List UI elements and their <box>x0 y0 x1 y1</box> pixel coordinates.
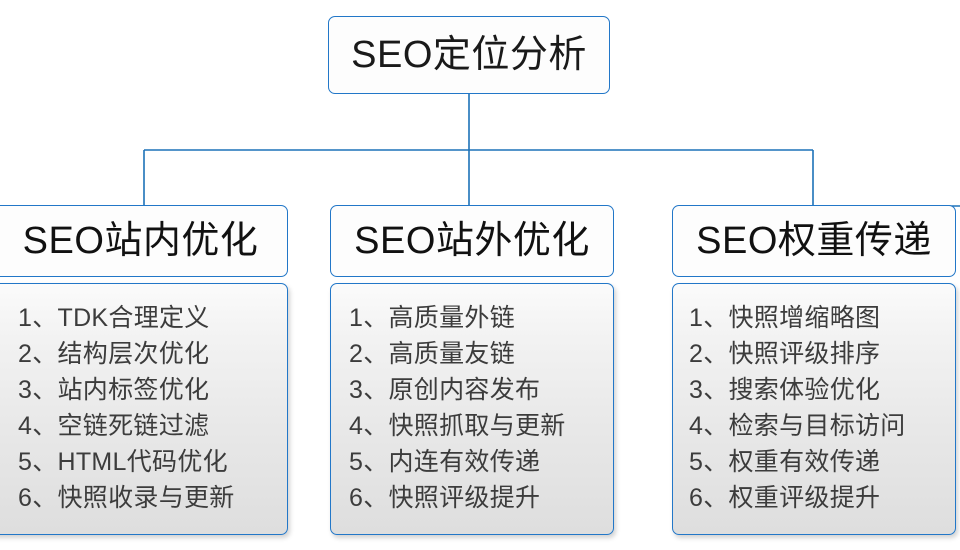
list-item: 2、快照评级排序 <box>689 340 881 368</box>
branch-column-1: SEO站内优化 1、TDK合理定义 2、结构层次优化 3、站内标签优化 4、空链… <box>0 205 288 535</box>
list-item: 6、快照收录与更新 <box>18 484 235 512</box>
branch-header-label-2: SEO站外优化 <box>354 220 590 262</box>
list-item: 2、高质量友链 <box>349 340 516 368</box>
branch-item-list-3: 1、快照增缩略图 2、快照评级排序 3、搜索体验优化 4、检索与目标访问 5、权… <box>673 300 955 516</box>
branch-item-list-2: 1、高质量外链 2、高质量友链 3、原创内容发布 4、快照抓取与更新 5、内连有… <box>331 300 613 516</box>
list-item: 1、TDK合理定义 <box>18 304 210 332</box>
list-item: 2、结构层次优化 <box>18 340 210 368</box>
root-node[interactable]: SEO定位分析 <box>328 16 610 94</box>
list-item: 5、HTML代码优化 <box>18 448 228 476</box>
branch-column-3: SEO权重传递 1、快照增缩略图 2、快照评级排序 3、搜索体验优化 4、检索与… <box>672 205 956 535</box>
branch-item-list-1: 1、TDK合理定义 2、结构层次优化 3、站内标签优化 4、空链死链过滤 5、H… <box>0 300 287 516</box>
branch-header-label-3: SEO权重传递 <box>696 220 932 262</box>
list-item: 3、站内标签优化 <box>18 376 210 404</box>
list-item: 4、空链死链过滤 <box>18 412 210 440</box>
branch-body-2: 1、高质量外链 2、高质量友链 3、原创内容发布 4、快照抓取与更新 5、内连有… <box>330 283 614 535</box>
branch-header-2[interactable]: SEO站外优化 <box>330 205 614 277</box>
list-item: 3、原创内容发布 <box>349 376 541 404</box>
branch-header-1[interactable]: SEO站内优化 <box>0 205 288 277</box>
root-node-label: SEO定位分析 <box>351 34 587 76</box>
list-item: 6、快照评级提升 <box>349 484 541 512</box>
list-item: 5、内连有效传递 <box>349 448 541 476</box>
list-item: 1、高质量外链 <box>349 304 516 332</box>
list-item: 3、搜索体验优化 <box>689 376 881 404</box>
branch-body-3: 1、快照增缩略图 2、快照评级排序 3、搜索体验优化 4、检索与目标访问 5、权… <box>672 283 956 535</box>
branch-header-3[interactable]: SEO权重传递 <box>672 205 956 277</box>
list-item: 4、检索与目标访问 <box>689 412 906 440</box>
list-item: 1、快照增缩略图 <box>689 304 881 332</box>
list-item: 4、快照抓取与更新 <box>349 412 566 440</box>
branch-column-2: SEO站外优化 1、高质量外链 2、高质量友链 3、原创内容发布 4、快照抓取与… <box>330 205 614 535</box>
list-item: 6、权重评级提升 <box>689 484 881 512</box>
branch-body-1: 1、TDK合理定义 2、结构层次优化 3、站内标签优化 4、空链死链过滤 5、H… <box>0 283 288 535</box>
branch-header-label-1: SEO站内优化 <box>22 220 259 262</box>
list-item: 5、权重有效传递 <box>689 448 881 476</box>
